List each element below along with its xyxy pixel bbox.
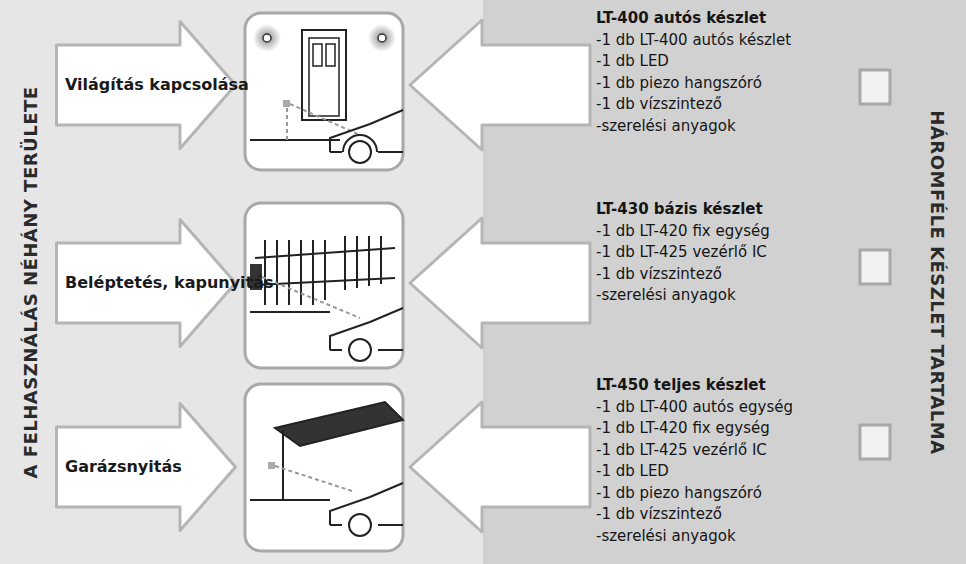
kit-item: -1 db LT-400 autós egység bbox=[596, 397, 793, 419]
kit-item: -1 db vízszintező bbox=[596, 94, 722, 116]
kit-item: -1 db vízszintező bbox=[596, 504, 722, 526]
kit-item: -1 db LT-400 autós készlet bbox=[596, 30, 791, 52]
garage-scene bbox=[250, 402, 403, 536]
kit-item: -1 db vízszintező bbox=[596, 264, 722, 286]
kit-item: -1 db LED bbox=[596, 461, 669, 483]
arrow-shape bbox=[57, 22, 236, 149]
kit-item: -1 db piezo hangszóró bbox=[596, 73, 762, 95]
vertical-title: HÁROMFÉLE KÉSZLET TARTALMA bbox=[926, 110, 947, 454]
kit-item: -szerelési anyagok bbox=[596, 285, 736, 307]
kit-item: -1 db LT-420 fix egység bbox=[596, 418, 770, 440]
usage-label: Beléptetés, kapunyitás bbox=[65, 273, 183, 293]
kit-item: -1 db piezo hangszóró bbox=[596, 483, 762, 505]
checkbox bbox=[860, 425, 890, 459]
door-scene bbox=[250, 24, 403, 163]
kit-item: -1 db LT-425 vezérlő IC bbox=[596, 242, 767, 264]
usage-arrow: Világítás kapcsolása bbox=[55, 20, 237, 150]
kit-item: -szerelési anyagok bbox=[596, 116, 736, 138]
right-arrow bbox=[410, 402, 590, 532]
kit-item: -1 db LT-425 vezérlő IC bbox=[596, 440, 767, 462]
checkbox bbox=[860, 70, 890, 104]
vertical-title: A FELHASZNÁLÁS NÉHÁNY TERÜLETE bbox=[20, 86, 41, 478]
usage-label: Garázsnyitás bbox=[65, 457, 215, 477]
usage-label: Világítás kapcsolása bbox=[65, 75, 183, 95]
gate-scene bbox=[250, 236, 403, 361]
picture-frame bbox=[245, 384, 403, 551]
checkbox bbox=[860, 250, 890, 284]
kit-item: -szerelési anyagok bbox=[596, 526, 736, 548]
kit-heading: LT-430 bázis készlet bbox=[596, 199, 763, 221]
kit-heading: LT-450 teljes készlet bbox=[596, 375, 766, 397]
usage-arrow: Garázsnyitás bbox=[55, 402, 237, 532]
kit-heading: LT-400 autós készlet bbox=[596, 8, 766, 30]
arrow-shape bbox=[57, 220, 236, 347]
right-arrow bbox=[410, 20, 590, 150]
usage-arrow: Beléptetés, kapunyitás bbox=[55, 218, 237, 348]
picture-frame bbox=[245, 203, 403, 368]
kit-item: -1 db LED bbox=[596, 51, 669, 73]
kit-item: -1 db LT-420 fix egység bbox=[596, 221, 770, 243]
picture-frame bbox=[245, 13, 403, 170]
arrow-shape bbox=[57, 404, 236, 531]
right-arrow bbox=[410, 218, 590, 348]
